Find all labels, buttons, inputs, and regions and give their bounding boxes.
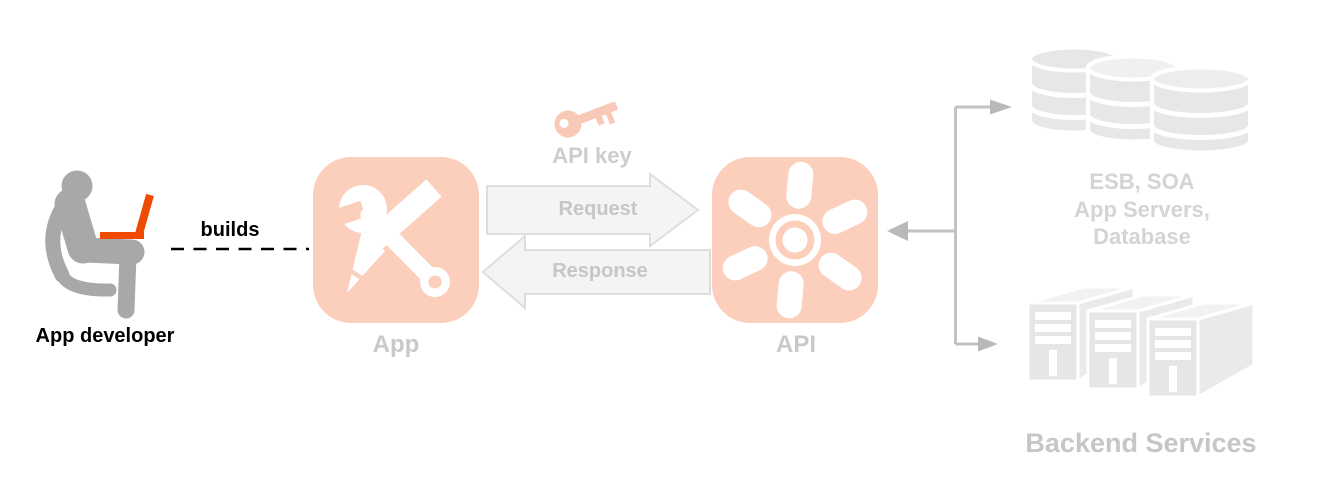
app-label: App [372, 331, 420, 358]
api-tile [712, 157, 878, 323]
request-arrow [486, 172, 700, 248]
leg [117, 246, 137, 319]
database-stack-icon [1027, 45, 1253, 155]
head [61, 170, 93, 202]
response-label: Response [552, 260, 648, 282]
key-icon [554, 101, 618, 138]
arrowhead-to-databases [990, 99, 1012, 115]
backend-connector-arrows [887, 99, 1012, 352]
builds-dashed-line [171, 247, 309, 251]
api-key-label: API key [552, 143, 632, 168]
arrowhead-to-api [887, 221, 908, 241]
response-arrow [481, 233, 711, 311]
arrowhead-to-servers [978, 336, 998, 352]
server-towers-icon [1026, 285, 1256, 399]
app-tile [313, 157, 479, 323]
impeller-icon [722, 161, 868, 319]
pencil-icon [347, 179, 442, 293]
request-label: Request [558, 198, 638, 220]
api-label: API [775, 331, 817, 358]
backend-services-label: Backend Services [1025, 428, 1257, 458]
builds-label: builds [200, 219, 260, 241]
chair-seat [55, 268, 117, 297]
chair-back [45, 204, 70, 283]
esb-soa-label: ESB, SOA App Servers, Database [1074, 169, 1210, 249]
app-developer-label: App developer [35, 325, 175, 347]
app-developer-person-icon [45, 170, 154, 319]
laptop-icon [100, 193, 154, 239]
